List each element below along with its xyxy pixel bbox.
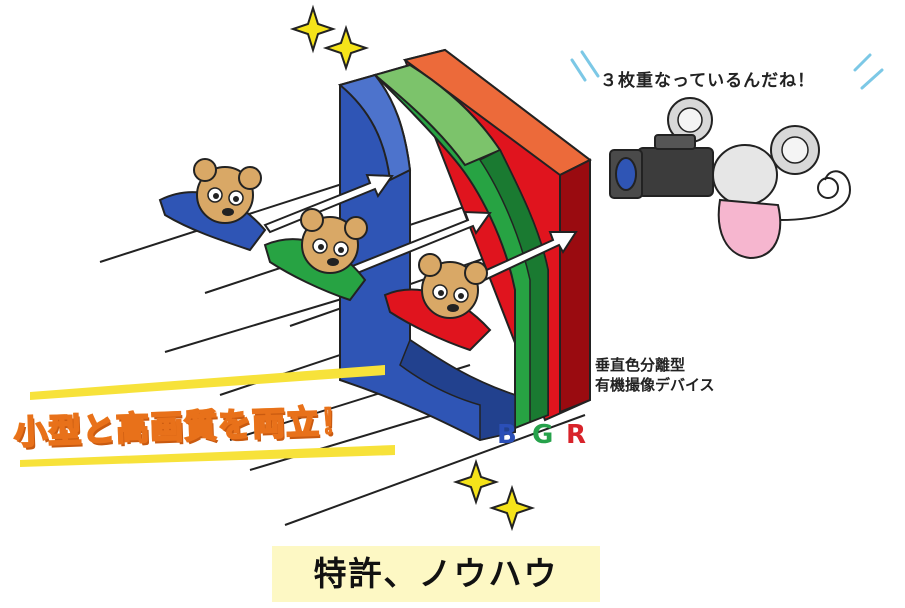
- layer-label-r: R: [566, 420, 587, 450]
- device-label: 垂直色分離型 有機撮像デバイス: [595, 355, 715, 395]
- slogan-highlight: [20, 365, 395, 467]
- footer-text: 特許、ノウハウ: [313, 554, 559, 593]
- green-layer: [372, 63, 549, 430]
- footer-banner: 特許、ノウハウ: [272, 546, 600, 602]
- layer-label-b: B: [497, 420, 517, 450]
- sparkle-icon: [289, 4, 536, 532]
- mouse-character: [667, 97, 852, 260]
- speech-bubble-text: ３枚重なっているんだね！: [600, 71, 816, 91]
- device-label-line2: 有機撮像デバイス: [595, 376, 715, 394]
- video-camera-icon: [609, 134, 714, 199]
- device-label-line1: 垂直色分離型: [595, 356, 686, 374]
- cat-character: [158, 158, 492, 352]
- blue-layer: [337, 73, 516, 442]
- accent-lines: [570, 50, 884, 90]
- layer-label-g: G: [532, 420, 554, 450]
